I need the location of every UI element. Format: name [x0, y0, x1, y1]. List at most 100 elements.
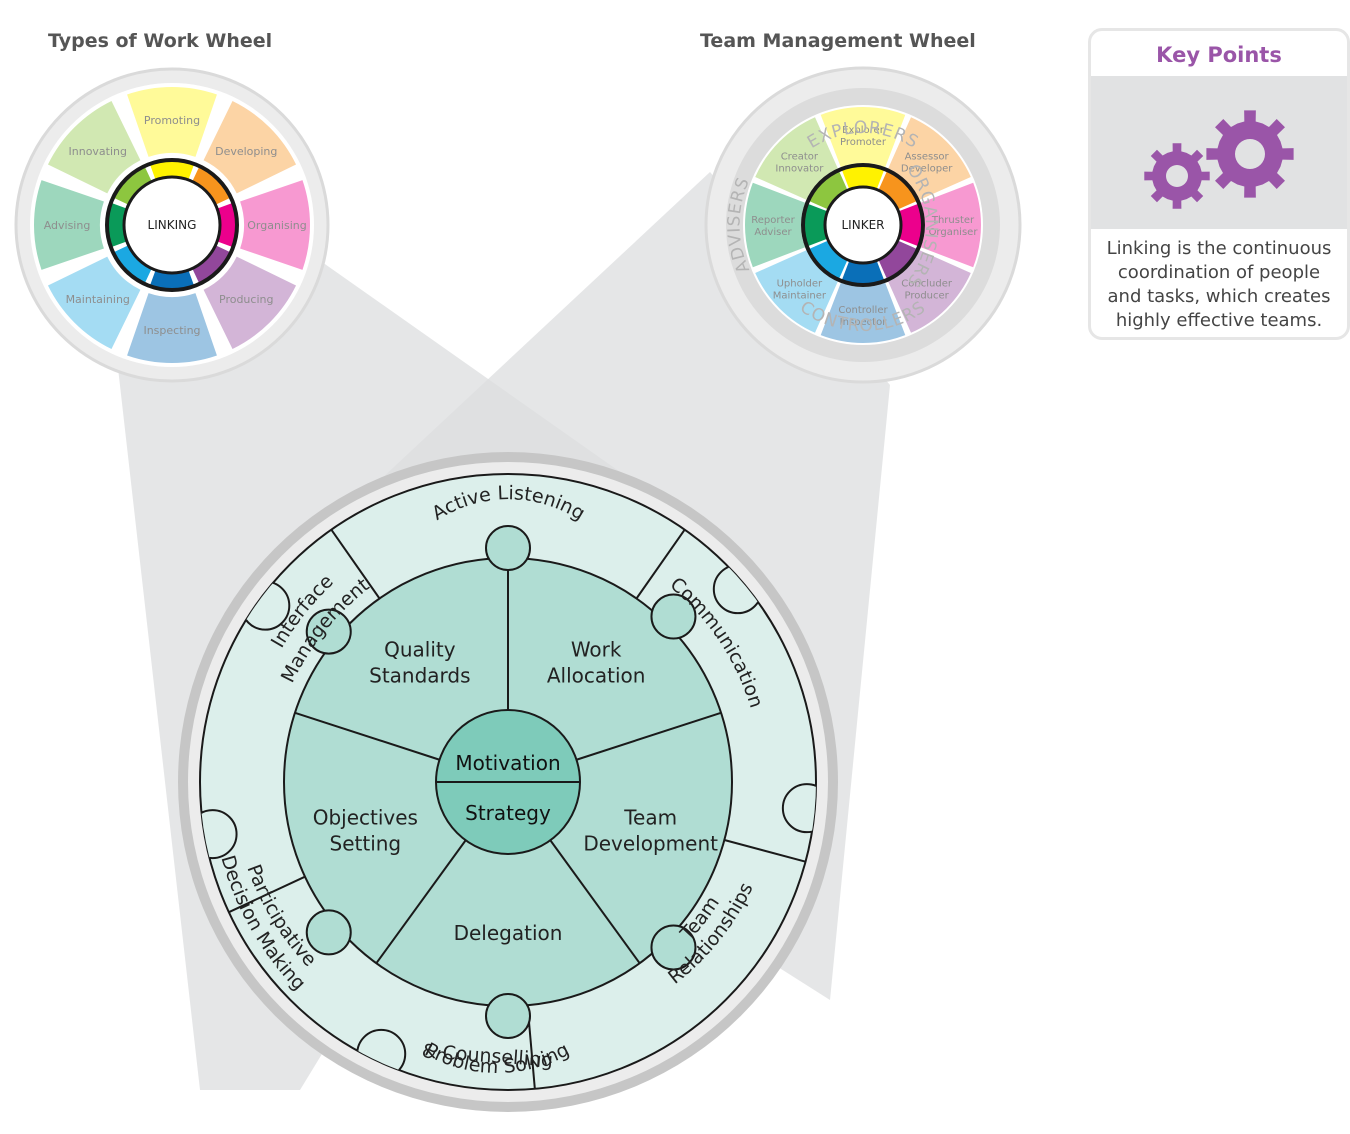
- tm-ring-segment: [878, 170, 918, 210]
- team-management-title: Team Management Wheel: [700, 30, 976, 52]
- tm-segment-label: Thruster: [931, 215, 975, 226]
- tow-segment: [47, 100, 141, 194]
- tow-ring-divider: [111, 198, 129, 209]
- puzzle-knob: [485, 993, 531, 1039]
- tow-ring-segment: [107, 202, 127, 248]
- tow-ring-divider: [145, 164, 156, 182]
- tm-segment-label: Reporter: [751, 215, 795, 226]
- tm-segment: [755, 250, 838, 333]
- tm-segment-label: Creator: [781, 151, 819, 162]
- inner-divider: [576, 711, 722, 761]
- tow-ring-segment: [113, 245, 152, 284]
- puzzle-knob: [781, 783, 816, 834]
- tm-segment-label: Producer: [904, 291, 949, 302]
- tow-segment: [203, 100, 297, 194]
- linking-skills-wheel: Motivation Strategy WorkAllocationTeamDe…: [178, 452, 838, 1112]
- tow-ring-segment: [192, 245, 231, 284]
- tm-segment-label: Inspector: [840, 317, 888, 328]
- tow-segment: [34, 180, 104, 270]
- key-points-panel: Key Points Linking is the continuous coo…: [1088, 28, 1350, 340]
- tow-ring-divider: [215, 198, 233, 209]
- tow-segment-label: Advising: [44, 219, 91, 232]
- key-points-line: highly effective teams.: [1115, 310, 1323, 331]
- tm-segment: [888, 117, 971, 200]
- puzzle-knob: [650, 924, 697, 971]
- inner-skill-label: Delegation: [454, 921, 563, 945]
- key-points-line: Linking is the continuous: [1106, 238, 1332, 259]
- key-points-line: and tasks, which creates: [1107, 286, 1331, 307]
- tow-ring-divider: [188, 268, 199, 286]
- puzzle-knob: [650, 593, 697, 640]
- tm-segment: [888, 250, 971, 333]
- tm-segment-label: Concluder: [901, 279, 953, 290]
- tow-ring-segment: [113, 166, 152, 205]
- tm-segment-label: Explorer: [842, 125, 885, 136]
- inner-skill-label: Allocation: [547, 664, 646, 688]
- gear-shape: [1206, 110, 1294, 198]
- tow-segment: [47, 256, 141, 350]
- tow-ring-divider: [145, 268, 156, 286]
- outer-divider: [635, 529, 686, 600]
- tow-segment-label: Inspecting: [143, 324, 200, 337]
- center-strategy: Strategy: [465, 801, 551, 825]
- tm-ring-segment: [841, 260, 885, 285]
- tow-ring-divider: [215, 241, 233, 252]
- tow-ring-segment: [217, 202, 237, 248]
- gear-shape: [1144, 143, 1210, 209]
- tm-segment-label: Organiser: [929, 227, 979, 238]
- tm-segment-label: Innovator: [775, 163, 824, 174]
- types-of-work-wheel: PromotingDevelopingOrganisingProducingIn…: [14, 67, 330, 383]
- tm-segment: [920, 182, 981, 268]
- tm-hub-label: LINKER: [842, 218, 885, 232]
- tm-ring-segment: [808, 170, 848, 210]
- tow-segment-label: Promoting: [144, 114, 200, 127]
- inner-skill-label: Development: [583, 831, 718, 855]
- tow-segment-label: Producing: [219, 293, 273, 306]
- tm-segment-label: Upholder: [777, 279, 823, 290]
- inner-skill-label: Standards: [369, 664, 470, 688]
- tow-segment: [127, 293, 217, 363]
- outer-divider: [724, 839, 806, 863]
- key-points-title: Key Points: [1156, 43, 1282, 67]
- outer-divider: [330, 529, 381, 600]
- key-points-text: Linking is the continuous coordination o…: [1097, 237, 1341, 333]
- tm-ring-segment: [898, 203, 924, 247]
- tow-segment-label: Innovating: [69, 145, 128, 158]
- inner-divider: [375, 839, 467, 964]
- inner-divider: [294, 711, 440, 761]
- center-motivation: Motivation: [455, 751, 560, 775]
- tow-ring-segment: [192, 166, 231, 205]
- types-of-work-title: Types of Work Wheel: [48, 30, 272, 52]
- tow-ring-divider: [111, 241, 129, 252]
- tm-segment: [820, 107, 906, 168]
- tm-segment: [745, 182, 806, 268]
- tow-segment: [240, 180, 310, 270]
- tm-segment-label: Adviser: [754, 227, 792, 238]
- tm-segment: [755, 117, 838, 200]
- tm-ring-outline: [801, 163, 925, 287]
- team-management-wheel: ExplorerPromoterAssessorDeveloperThruste…: [704, 66, 1022, 384]
- tm-ring-segment: [878, 240, 918, 280]
- puzzle-knob: [305, 608, 352, 655]
- inner-skill-label: Setting: [330, 831, 402, 855]
- key-points-line: coordination of people: [1117, 262, 1321, 283]
- tm-segment-label: Controller: [838, 305, 888, 316]
- outer-divider: [228, 875, 306, 914]
- tow-segment: [127, 87, 217, 157]
- inner-skill-label: Quality: [384, 638, 456, 662]
- tow-ring-segment: [149, 270, 195, 290]
- tm-hub: [823, 185, 903, 265]
- puzzle-knob: [305, 909, 352, 956]
- tow-segment-label: Developing: [215, 145, 277, 158]
- tm-segment-label: Promoter: [840, 137, 887, 148]
- gears-icon: [1144, 110, 1294, 209]
- tow-ring-segment: [149, 160, 195, 180]
- tm-ring-segment: [808, 240, 848, 280]
- inner-skill-label: Objectives: [313, 805, 418, 829]
- tow-ring-outline: [105, 158, 239, 292]
- tow-segment-label: Organising: [247, 219, 306, 232]
- inner-divider: [549, 839, 641, 964]
- tm-ring-segment: [803, 203, 828, 247]
- tm-segment-label: Assessor: [905, 151, 950, 162]
